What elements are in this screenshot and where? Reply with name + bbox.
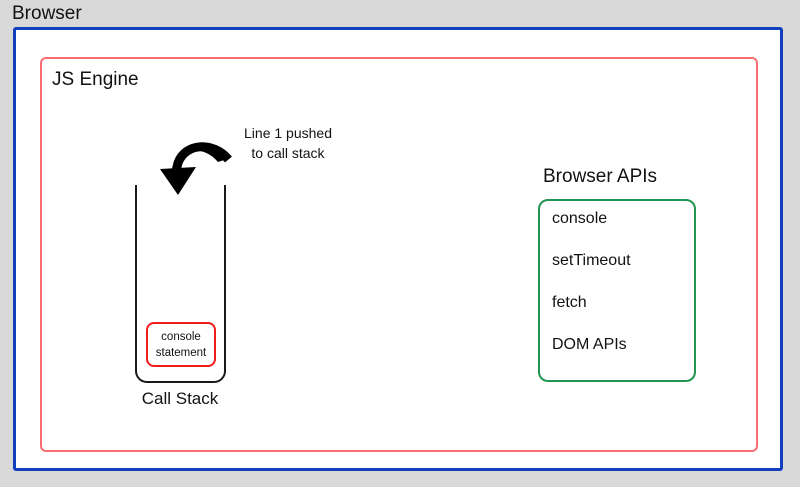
- call-stack-container: [135, 185, 226, 383]
- js-engine-label: JS Engine: [52, 69, 139, 90]
- curved-arrow-down-left-icon: [160, 142, 232, 195]
- browser-api-item-dom-apis: DOM APIs: [552, 336, 627, 353]
- call-stack-frame-line-2: statement: [155, 346, 207, 359]
- call-stack-frame-line-1: console: [161, 330, 201, 343]
- browser-apis-list: console setTimeout fetch DOM APIs: [552, 208, 692, 356]
- browser-label: Browser: [12, 3, 82, 24]
- browser-api-item-settimeout: setTimeout: [552, 252, 631, 269]
- browser-apis-container: [538, 199, 696, 382]
- call-stack-label: Call Stack: [141, 389, 219, 408]
- browser-api-item-fetch: fetch: [552, 294, 587, 311]
- annotation-line-1: Line 1 pushed: [244, 125, 332, 141]
- annotation-text: Line 1 pushed to call stack: [228, 123, 348, 163]
- annotation-line-2: to call stack: [251, 145, 325, 161]
- browser-apis-title: Browser APIs: [543, 166, 658, 187]
- call-stack-frame: console statement: [146, 322, 216, 367]
- browser-api-item-console: console: [552, 210, 608, 227]
